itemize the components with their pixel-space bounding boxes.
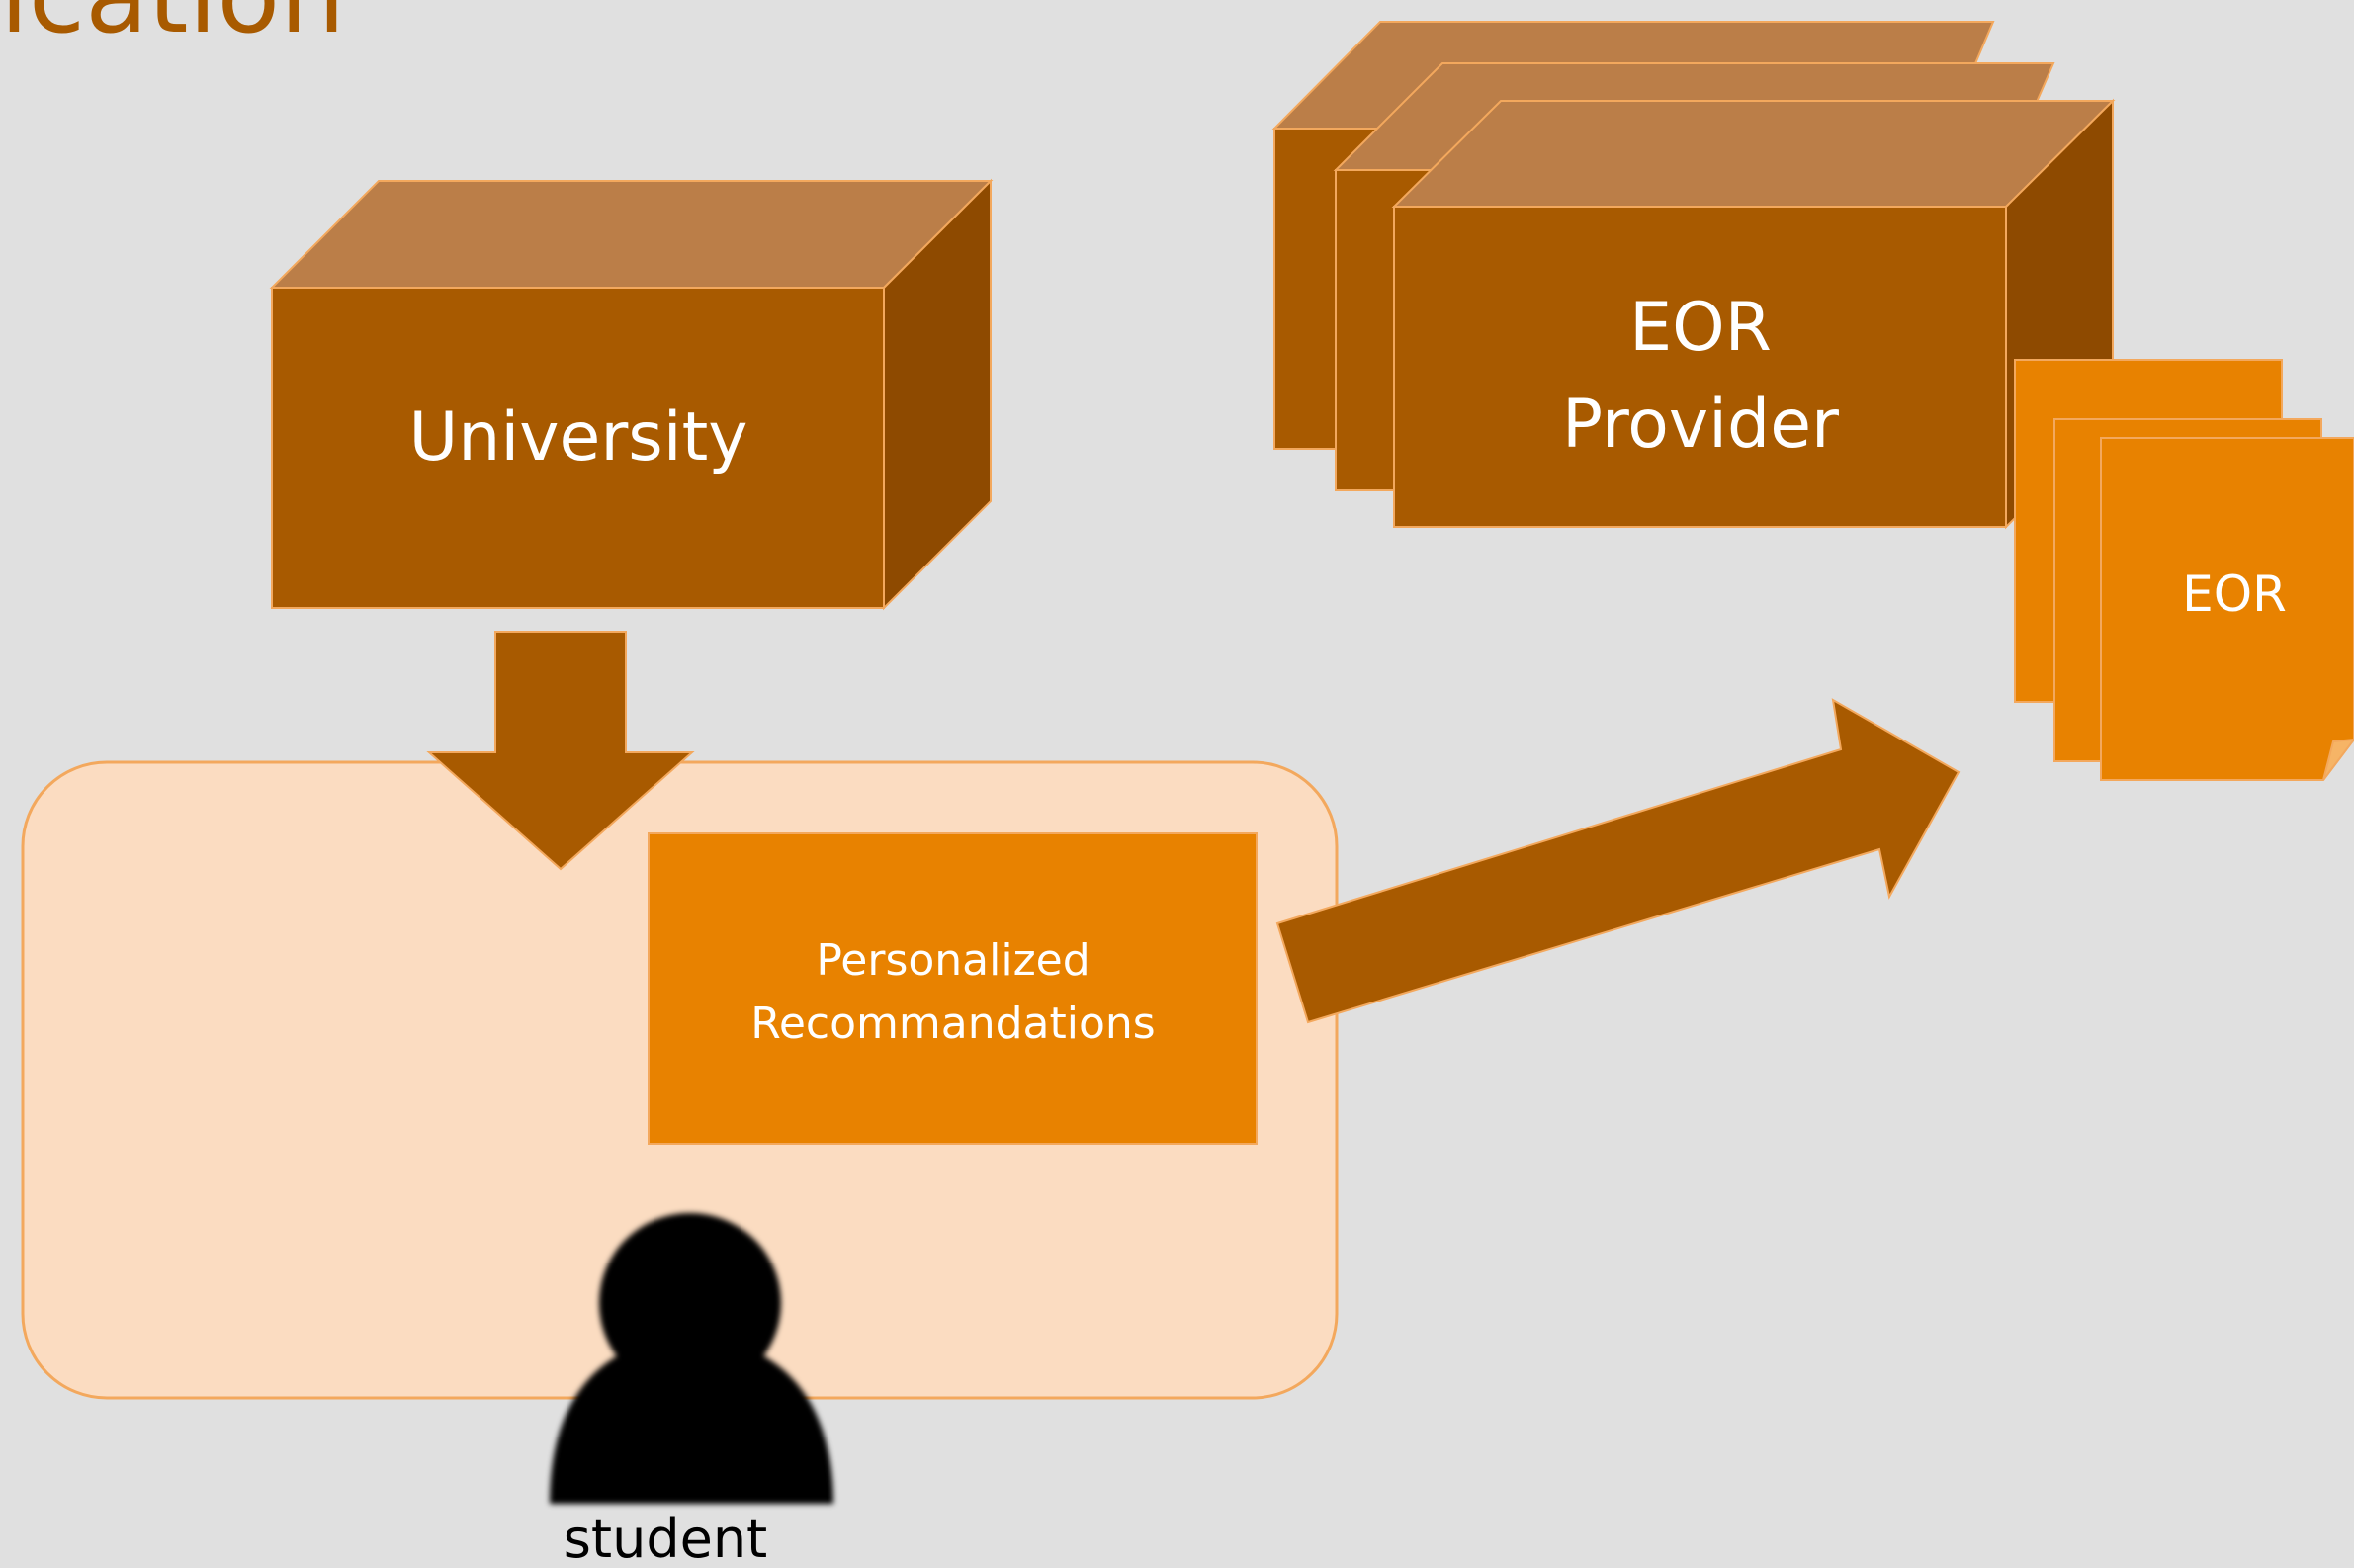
- recommendation-to-eor-arrow: [1275, 698, 1961, 1024]
- recommendations-box: Personalized Recommandations: [648, 832, 1258, 1145]
- eor-provider-label-line1: EOR: [1629, 289, 1772, 367]
- university-box-top: [269, 180, 994, 289]
- eor-provider-box-front: EOR Provider: [1391, 98, 2116, 530]
- student-avatar: [550, 1213, 833, 1504]
- slide-title: ication: [0, 0, 345, 56]
- eor-provider-front-face: [1393, 206, 2007, 528]
- eor-provider-stack: EOR Provider: [1271, 21, 2116, 530]
- recommendations-box-rect: [648, 832, 1258, 1145]
- university-box-front: [271, 287, 885, 609]
- student-body-icon: [550, 1339, 833, 1504]
- eor-provider-label-line2: Provider: [1562, 386, 1839, 464]
- eor-document-stack: EOR: [2014, 359, 2354, 781]
- recommendations-label-line2: Recommandations: [750, 999, 1155, 1049]
- university-label: University: [408, 398, 747, 477]
- student-label: student: [564, 1508, 767, 1568]
- eor-document-label: EOR: [2182, 566, 2287, 623]
- eor-document-page-curl: [2322, 738, 2354, 781]
- university-down-arrow: [426, 631, 695, 871]
- eor-provider-front-top: [1391, 100, 2116, 208]
- recommendations-label-line1: Personalized: [816, 935, 1090, 986]
- university-box: University: [269, 178, 994, 611]
